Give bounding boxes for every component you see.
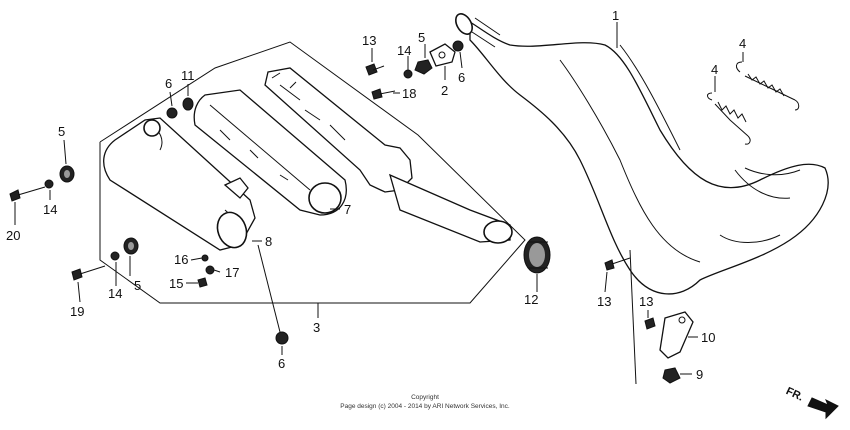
label-14-left: 14 [43,202,57,217]
label-17: 17 [225,265,239,280]
label-6-bottom: 6 [278,356,285,371]
nut-5-left[interactable] [59,165,75,183]
muffler-outer-shell[interactable] [103,117,256,252]
collar-6-left[interactable] [166,107,178,119]
label-6-top: 6 [458,70,465,85]
label-13-right: 13 [597,294,611,309]
label-18: 18 [402,86,416,101]
label-20: 20 [6,228,20,243]
expansion-chamber[interactable] [452,11,829,295]
label-12: 12 [524,292,538,307]
label-14-top: 14 [397,43,411,58]
label-5-lower: 5 [134,278,141,293]
label-6-left: 6 [165,76,172,91]
mounting-bracket[interactable] [659,311,694,359]
bolt-20[interactable] [9,186,46,202]
bolt-13-right[interactable] [604,257,631,271]
muffler-core[interactable] [193,89,347,216]
collar-11[interactable] [182,97,194,111]
label-8: 8 [265,234,272,249]
label-14-lower: 14 [108,286,122,301]
label-3: 3 [313,320,320,335]
muffler-assembly-outline [99,41,526,318]
front-direction-indicator: FR. [784,385,839,420]
label-1: 1 [612,8,619,23]
washer-14-lower[interactable] [110,251,120,261]
leader-lines [14,22,744,385]
label-13-bracket: 13 [639,294,653,309]
label-4-lower: 4 [711,62,718,77]
bolt-13-top[interactable] [365,63,385,76]
label-16: 16 [174,252,188,267]
label-2: 2 [441,83,448,98]
label-11: 11 [181,68,195,83]
front-arrow-icon [807,397,839,420]
exhaust-spring-2[interactable] [707,92,751,145]
part-labels: 1 2 3 4 4 5 5 5 6 6 6 7 8 9 10 11 12 13 … [6,8,746,382]
nut-5-top[interactable] [414,59,433,75]
label-10: 10 [701,330,715,345]
label-19: 19 [70,304,84,319]
bolt-15[interactable] [197,277,208,288]
label-5-left: 5 [58,124,65,139]
label-13-top: 13 [362,33,376,48]
nut-5-lower[interactable] [123,237,139,255]
washer-14-top[interactable] [403,69,413,79]
bolt-18[interactable] [371,88,396,100]
washer-17[interactable] [205,265,215,275]
clamp-nut[interactable] [662,367,681,384]
front-direction-label: FR. [784,385,805,403]
label-5-top: 5 [418,30,425,45]
label-9: 9 [696,367,703,382]
collar-6-bottom[interactable] [275,331,289,345]
exhaust-gasket[interactable] [429,43,456,67]
bolt-13-bracket[interactable] [644,317,656,330]
exhaust-spring-1[interactable] [736,61,800,111]
muffler-inner-pipe[interactable] [264,67,513,244]
washer-16[interactable] [201,254,209,262]
label-15: 15 [169,276,183,291]
collar-6-top[interactable] [452,40,464,52]
bolt-19[interactable] [71,265,106,281]
label-7: 7 [344,202,351,217]
copyright-line-2: Page design (c) 2004 - 2014 by ARI Netwo… [340,403,510,410]
rubber-grommet[interactable] [523,236,551,274]
label-4-top: 4 [739,36,746,51]
copyright-line-1: Copyright [411,394,439,401]
washer-14-left[interactable] [44,179,54,189]
